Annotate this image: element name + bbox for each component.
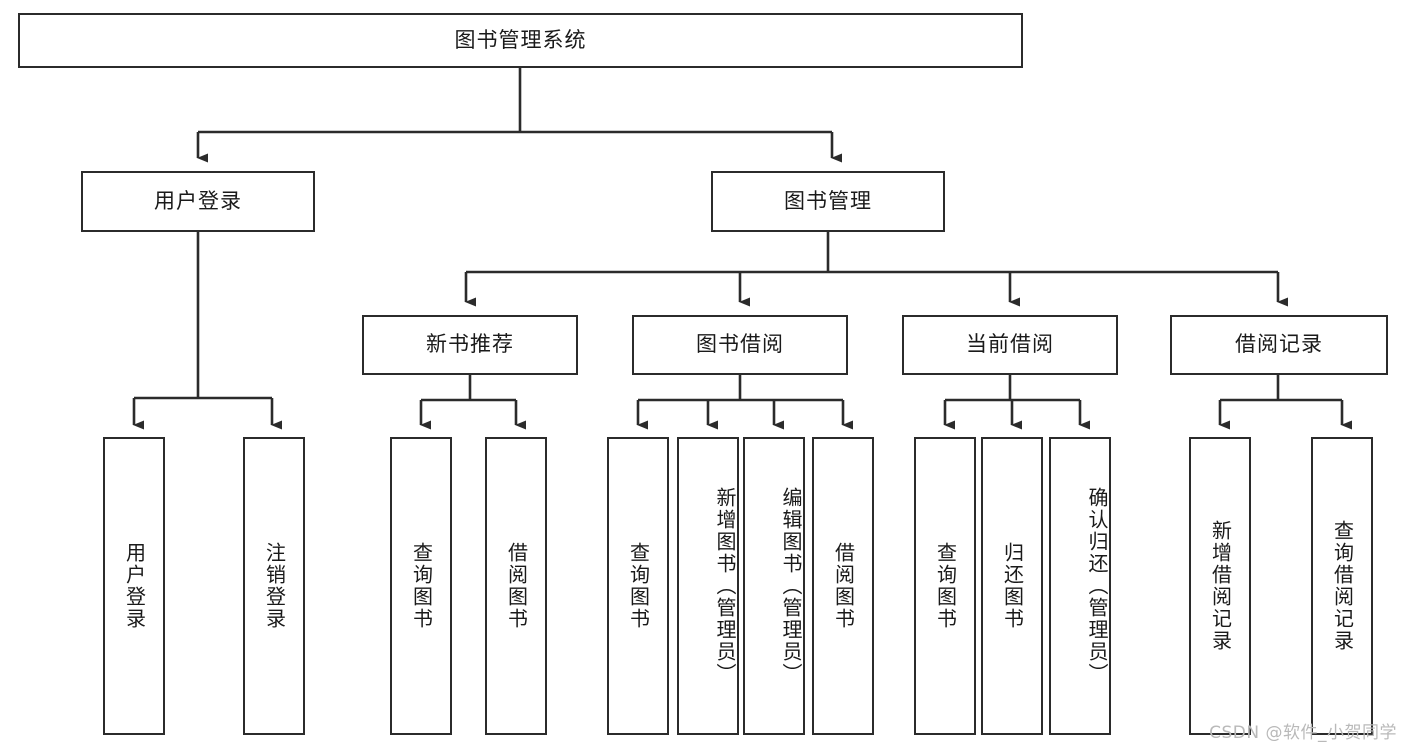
leaf-return-book[interactable]: 归还图书 [981,437,1043,735]
watermark-text: CSDN @软件_小贺同学 [1209,723,1397,743]
node-label: 借阅记录 [1235,332,1323,357]
node-label: 借阅图书 [831,542,856,630]
leaf-query-book-recommend[interactable]: 查询图书 [390,437,452,735]
leaf-borrow-book-recommend[interactable]: 借阅图书 [485,437,547,735]
leaf-user-login[interactable]: 用户登录 [103,437,165,735]
node-label: 图书借阅 [696,332,784,357]
node-label: 确认归还（管理员） [1085,487,1109,685]
node-label: 查询图书 [933,542,958,630]
node-user-login[interactable]: 用户登录 [81,171,315,232]
node-label: 新增图书（管理员） [713,487,737,685]
node-label: 查询图书 [409,542,434,630]
leaf-edit-book-admin[interactable]: 编辑图书（管理员） [743,437,805,735]
node-label: 查询图书 [626,542,651,630]
node-book-borrow[interactable]: 图书借阅 [632,315,848,375]
node-label: 查询借阅记录 [1330,520,1355,652]
node-borrow-record[interactable]: 借阅记录 [1170,315,1388,375]
node-label: 借阅图书 [504,542,529,630]
node-label: 用户登录 [154,188,242,213]
node-label: 新书推荐 [426,332,514,357]
leaf-query-borrow-record[interactable]: 查询借阅记录 [1311,437,1373,735]
node-label: 归还图书 [1000,542,1025,630]
node-label: 新增借阅记录 [1208,520,1233,652]
leaf-logout[interactable]: 注销登录 [243,437,305,735]
leaf-add-book-admin[interactable]: 新增图书（管理员） [677,437,739,735]
node-label: 用户登录 [122,542,147,630]
leaf-query-book-current[interactable]: 查询图书 [914,437,976,735]
node-root-system[interactable]: 图书管理系统 [18,13,1023,68]
node-label: 编辑图书（管理员） [779,487,803,685]
leaf-confirm-return-admin[interactable]: 确认归还（管理员） [1049,437,1111,735]
node-label: 图书管理系统 [454,27,587,52]
leaf-query-book-borrow[interactable]: 查询图书 [607,437,669,735]
node-current-borrow[interactable]: 当前借阅 [902,315,1118,375]
leaf-add-borrow-record[interactable]: 新增借阅记录 [1189,437,1251,735]
node-book-management[interactable]: 图书管理 [711,171,945,232]
leaf-borrow-book[interactable]: 借阅图书 [812,437,874,735]
node-label: 图书管理 [784,188,872,213]
node-label: 当前借阅 [966,332,1054,357]
node-new-book-recommendation[interactable]: 新书推荐 [362,315,578,375]
node-label: 注销登录 [262,542,287,630]
